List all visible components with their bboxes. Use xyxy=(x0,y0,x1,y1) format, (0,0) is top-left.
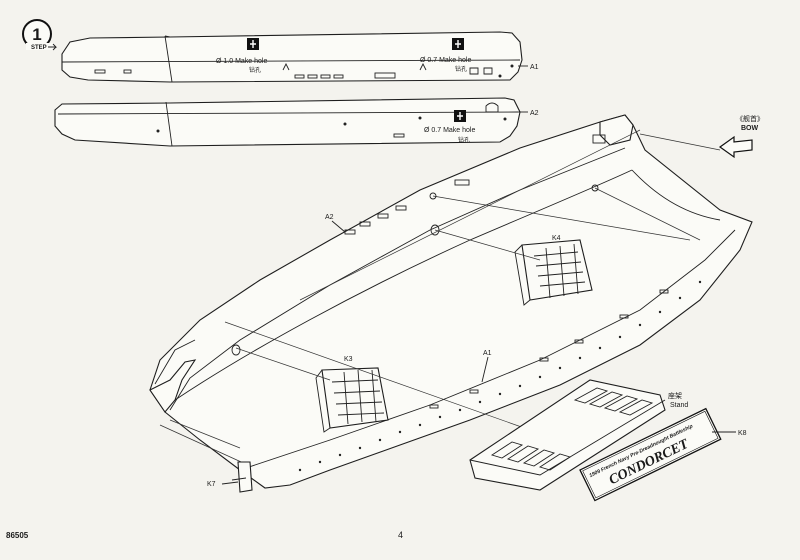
a1-portholes xyxy=(94,64,514,79)
part-label-a1-top: A1 xyxy=(530,64,539,71)
drill-label-cn: 钻孔 xyxy=(458,136,470,144)
bulkhead-k4: K4 xyxy=(514,235,593,306)
stern-part-k7: K7 xyxy=(207,461,253,493)
part-label-k7: K7 xyxy=(207,481,216,488)
drill-label-cn: 钻孔 xyxy=(455,65,467,73)
part-label-a2-hull: A2 xyxy=(325,214,334,221)
bow-label-en: BOW xyxy=(741,125,759,132)
part-label-k8: K8 xyxy=(738,430,747,437)
drill-icon xyxy=(247,38,259,50)
hole-note-d07-a1: Ø 0.7 Make hole xyxy=(420,57,471,64)
part-label-k4: K4 xyxy=(552,235,561,242)
part-label-a1-hull: A1 xyxy=(483,350,492,357)
a2-details xyxy=(156,102,507,138)
hull-half-a2: Ø 0.7 Make hole 钻孔 A2 xyxy=(54,97,539,147)
drill-label-cn: 钻孔 xyxy=(249,66,261,74)
hole-note-d10: Ø 1.0 Make hole xyxy=(216,58,267,65)
hull-half-a1: Ø 1.0 Make hole 钻孔 Ø 0.7 Make hole 钻孔 A1 xyxy=(61,31,539,83)
drill-icon xyxy=(454,110,466,122)
bulkhead-k3: K3 xyxy=(315,356,389,433)
bow-arrow-icon xyxy=(718,135,753,159)
step-badge: 1 STEP xyxy=(22,19,58,51)
kit-number: 86505 xyxy=(6,531,29,540)
part-label-a2-top: A2 xyxy=(530,110,539,117)
stand-label-en: Stand xyxy=(670,402,688,409)
step-arrow-icon xyxy=(48,43,58,51)
bow-indicator: 《舰首》 BOW xyxy=(718,114,764,159)
display-stand: 座架 Stand xyxy=(469,379,688,491)
drill-icon xyxy=(452,38,464,50)
step-label: STEP xyxy=(31,45,47,51)
hull-far-ports xyxy=(344,134,606,235)
page-number: 4 xyxy=(398,530,403,540)
stand-cradles xyxy=(490,387,654,471)
part-label-k3: K3 xyxy=(344,356,353,363)
stand-label-cn: 座架 xyxy=(668,391,682,400)
step-number: 1 xyxy=(32,25,41,44)
hole-note-d07-a2: Ø 0.7 Make hole xyxy=(424,127,475,134)
assembly-guides xyxy=(159,129,721,467)
hull-portholes xyxy=(298,280,702,472)
bow-label-cn: 《舰首》 xyxy=(736,114,764,123)
assembled-hull xyxy=(149,114,753,489)
